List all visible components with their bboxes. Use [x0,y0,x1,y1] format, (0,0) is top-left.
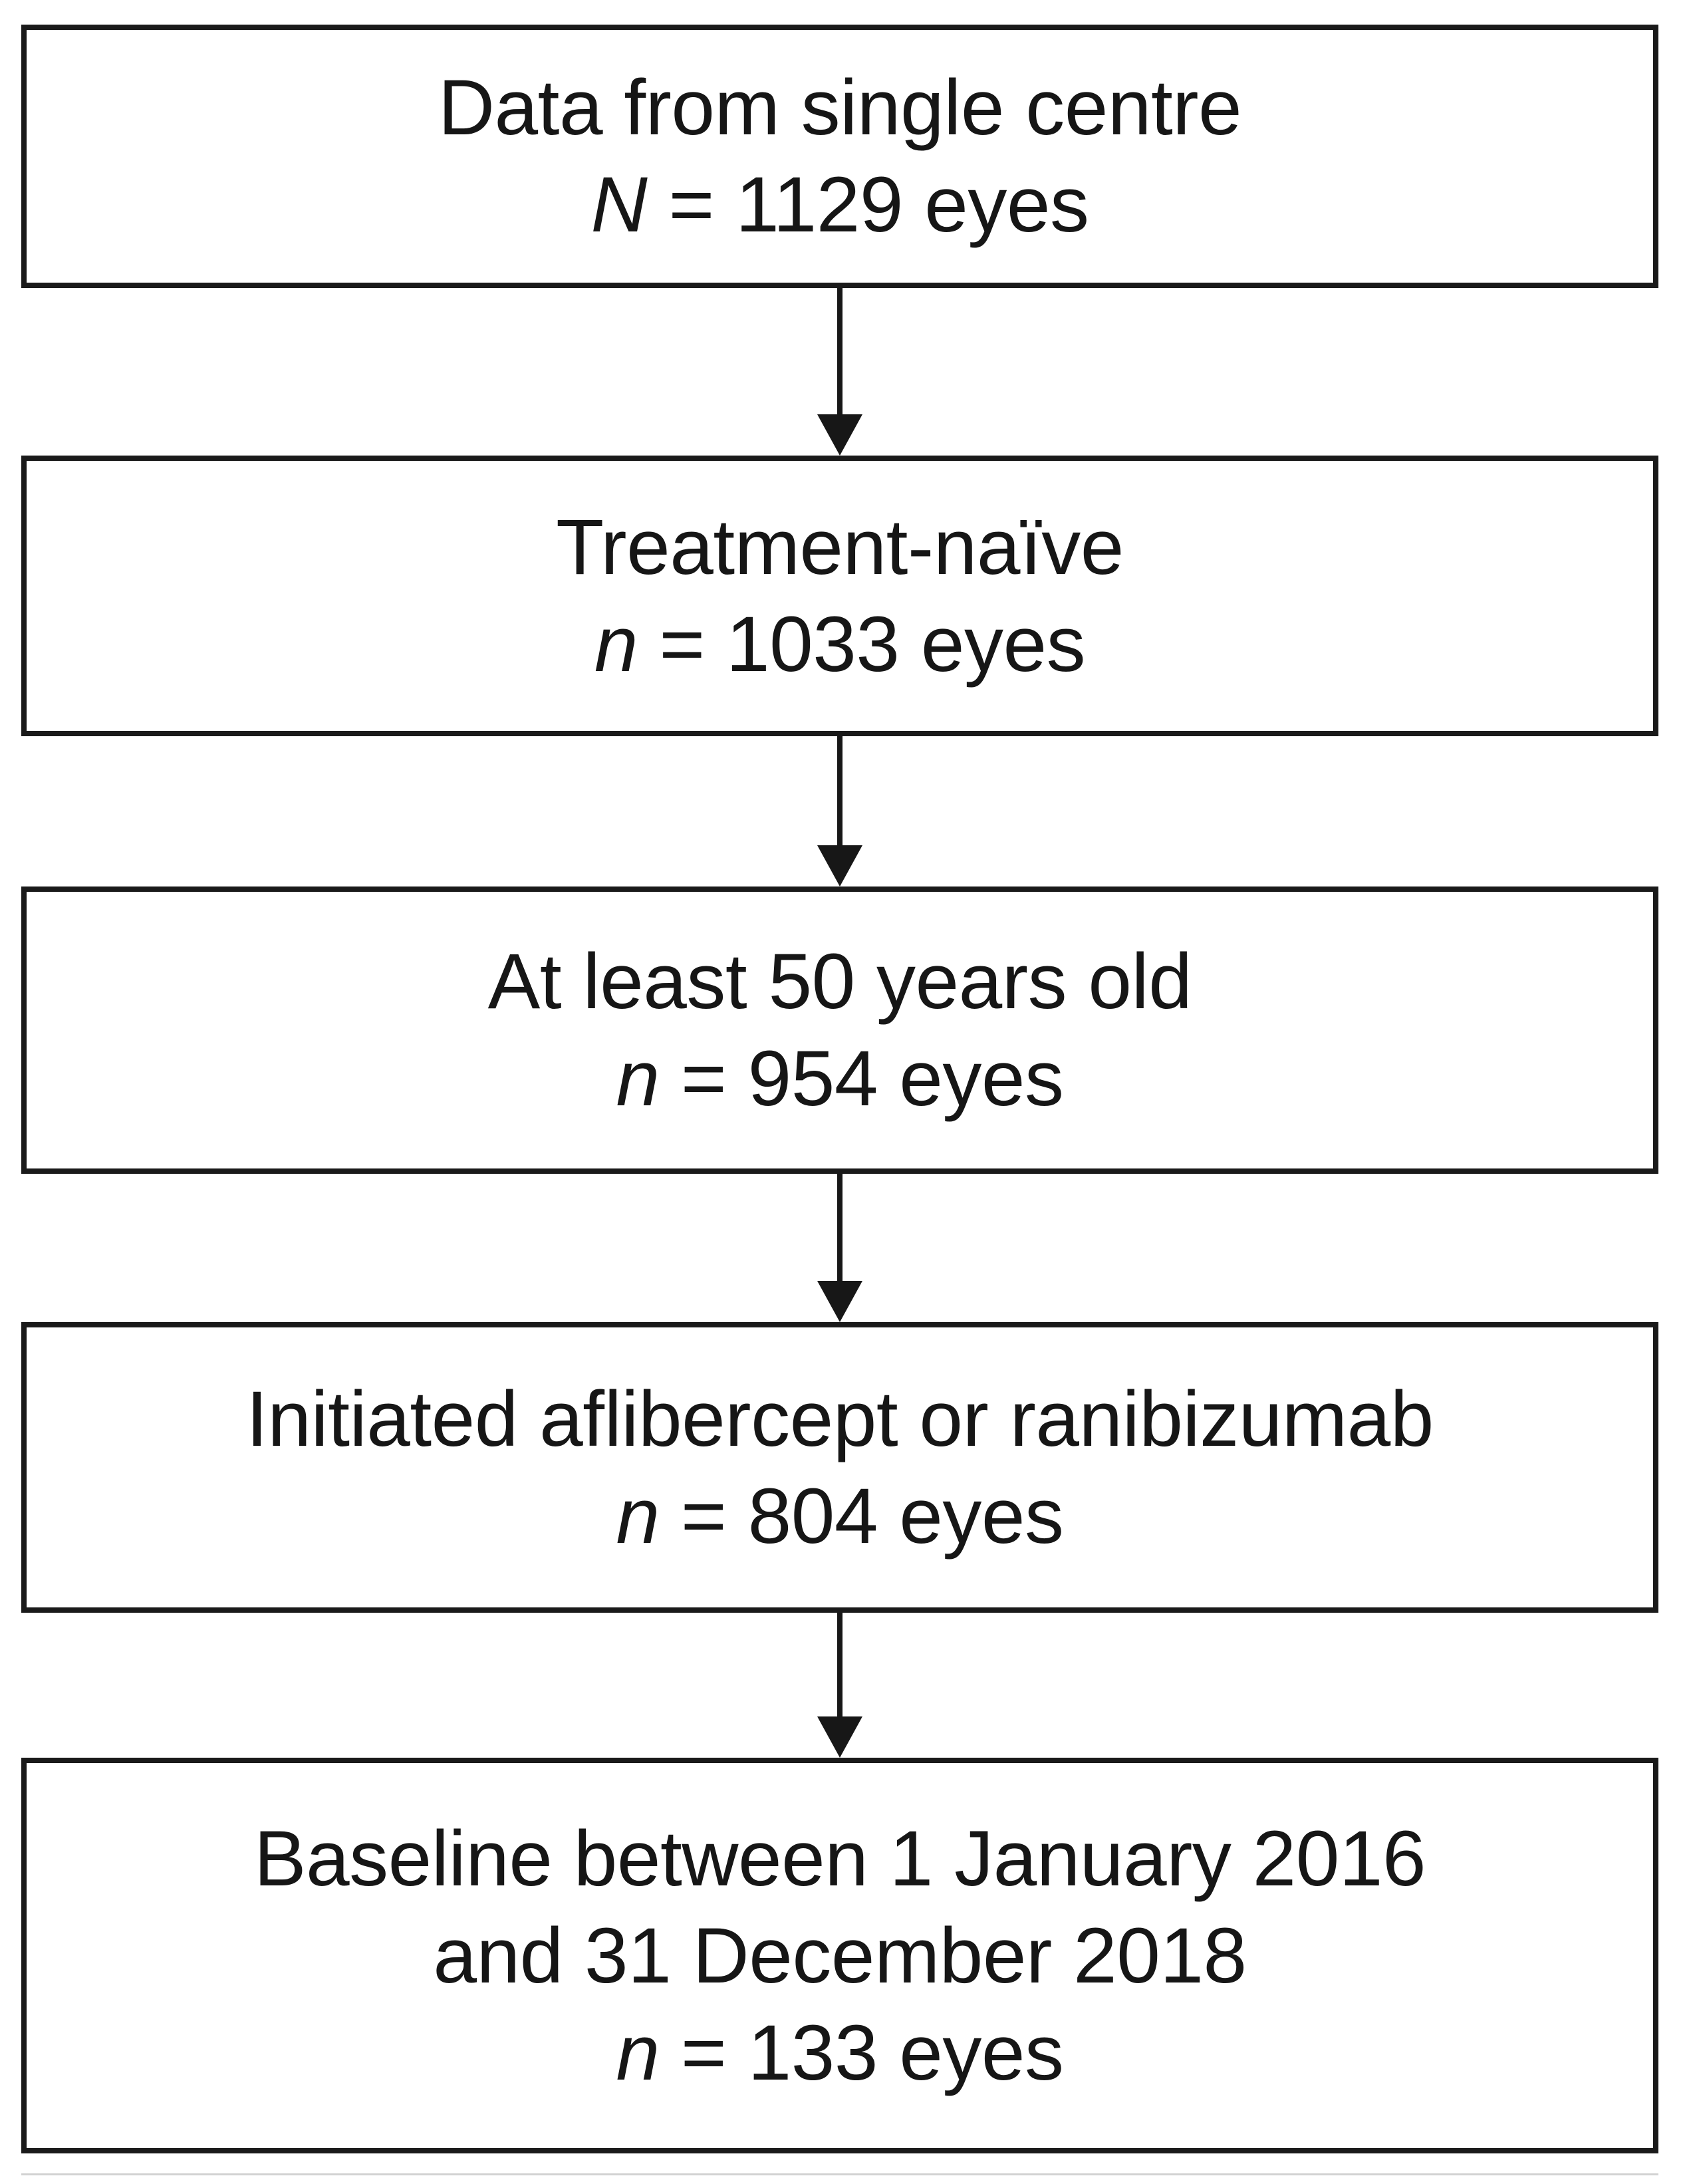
arrow-shaft [837,736,843,845]
flowchart-box-initiated-anti-vegf: Initiated aflibercept or ranibizumab n =… [21,1322,1658,1613]
box-2-sample-count: = 1033 eyes [659,601,1086,688]
box-3-sample-count: = 954 eyes [680,1035,1064,1123]
box-1-line-1: Data from single centre [438,64,1242,152]
flow-arrow-down-1 [817,288,862,456]
arrow-head-down-icon [817,845,862,887]
box-4-line-1: Initiated aflibercept or ranibizumab [246,1375,1434,1463]
flow-arrow-down-3 [817,1174,862,1322]
box-1-sample-symbol: N [590,161,648,249]
box-1-sample-count: = 1129 eyes [668,161,1089,249]
arrow-shaft [837,1613,843,1716]
flowchart-box-baseline-date-window: Baseline between 1 January 2016 and 31 D… [21,1758,1658,2153]
box-4-line-2: n = 804 eyes [27,1468,1653,1565]
bottom-divider [21,2173,1658,2175]
box-3-sample-symbol: n [616,1035,660,1123]
box-5-line-3: n = 133 eyes [27,2004,1653,2102]
flow-arrow-down-4 [817,1613,862,1758]
flowchart-box-treatment-naive: Treatment-naïve n = 1033 eyes [21,456,1658,736]
arrow-shaft [837,1174,843,1281]
arrow-head-down-icon [817,414,862,456]
flowchart-box-age-at-least-50: At least 50 years old n = 954 eyes [21,887,1658,1174]
flow-arrow-down-2 [817,736,862,887]
box-4-sample-symbol: n [616,1472,660,1560]
box-3-line-1: At least 50 years old [487,938,1192,1025]
box-5-sample-count: = 133 eyes [680,2008,1064,2097]
box-5-line-2: and 31 December 2018 [433,1911,1247,2000]
box-5-line-1: Baseline between 1 January 2016 [253,1814,1426,1903]
arrow-shaft [837,288,843,414]
box-2-line-2: n = 1033 eyes [27,596,1653,693]
flowchart-box-data-source: Data from single centre N = 1129 eyes [21,25,1658,288]
box-4-sample-count: = 804 eyes [680,1472,1064,1560]
box-2-line-1: Treatment-naïve [556,503,1124,591]
arrow-head-down-icon [817,1716,862,1758]
box-3-line-2: n = 954 eyes [27,1030,1653,1127]
box-1-line-2: N = 1129 eyes [27,156,1653,253]
box-2-sample-symbol: n [594,601,638,688]
box-5-sample-symbol: n [616,2008,660,2097]
arrow-head-down-icon [817,1281,862,1322]
